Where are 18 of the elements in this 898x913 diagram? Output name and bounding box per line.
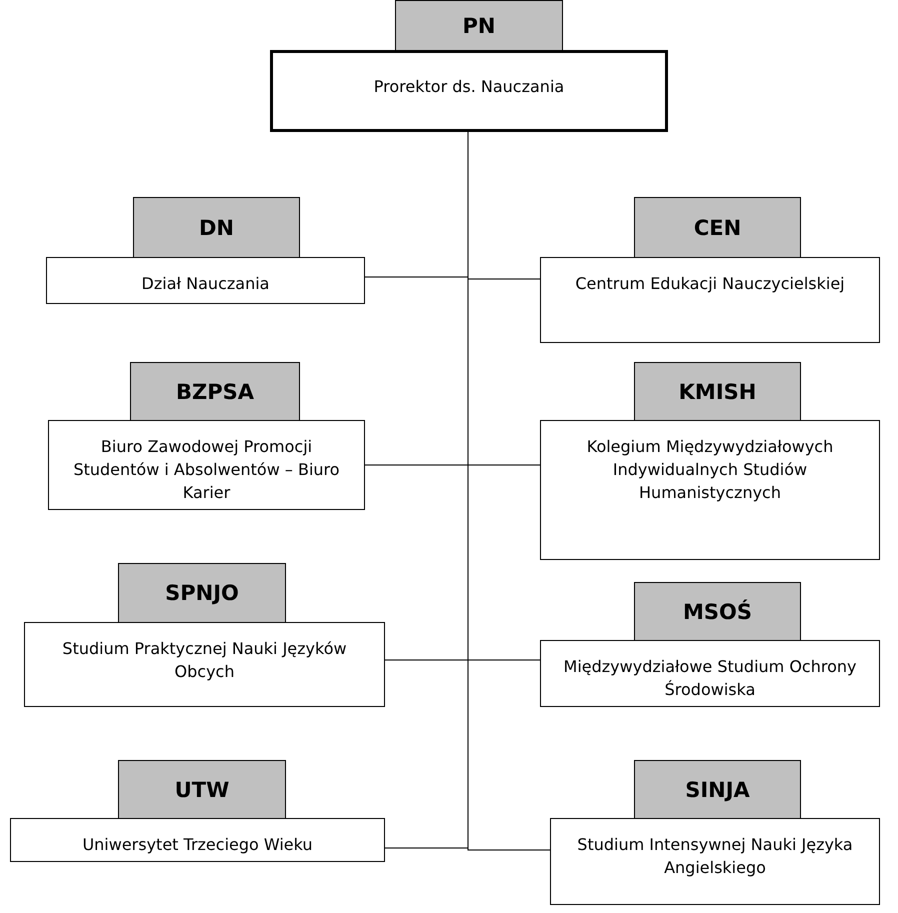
abbreviation-tab: UTW [118, 760, 286, 819]
abbreviation-tab: PN [395, 0, 563, 51]
unit-name: Międzywydziałowe Studium Ochrony Środowiska [562, 656, 858, 701]
abbreviation-tab: KMISH [634, 362, 801, 421]
abbreviation-tab: SPNJO [118, 563, 286, 623]
abbreviation-tab: MSOŚ [634, 582, 801, 641]
abbreviation-tab: SINJA [634, 760, 801, 819]
unit-name: Uniwersytet Trzeciego Wieku [82, 834, 313, 856]
unit-name: Kolegium Międzywydziałowych Indywidualnych Studiów Humanistycznych [586, 436, 834, 504]
abbreviation-tab: DN [133, 197, 300, 258]
abbreviation-tab: BZPSA [130, 362, 300, 421]
unit-name: Studium Intensywnej Nauki Języka Angielskiego [576, 834, 854, 879]
unit-name: Centrum Edukacji Nauczycielskiej [575, 273, 845, 295]
abbreviation-tab: CEN [634, 197, 801, 258]
unit-name: Biuro Zawodowej Promocji Studentów i Absolwentów – Biuro Karier [72, 436, 341, 504]
unit-name: Prorektor ds. Nauczania [374, 76, 564, 98]
unit-name: Dział Nauczania [142, 273, 270, 295]
unit-name: Studium Praktycznej Nauki Języków Obcych [61, 638, 348, 683]
